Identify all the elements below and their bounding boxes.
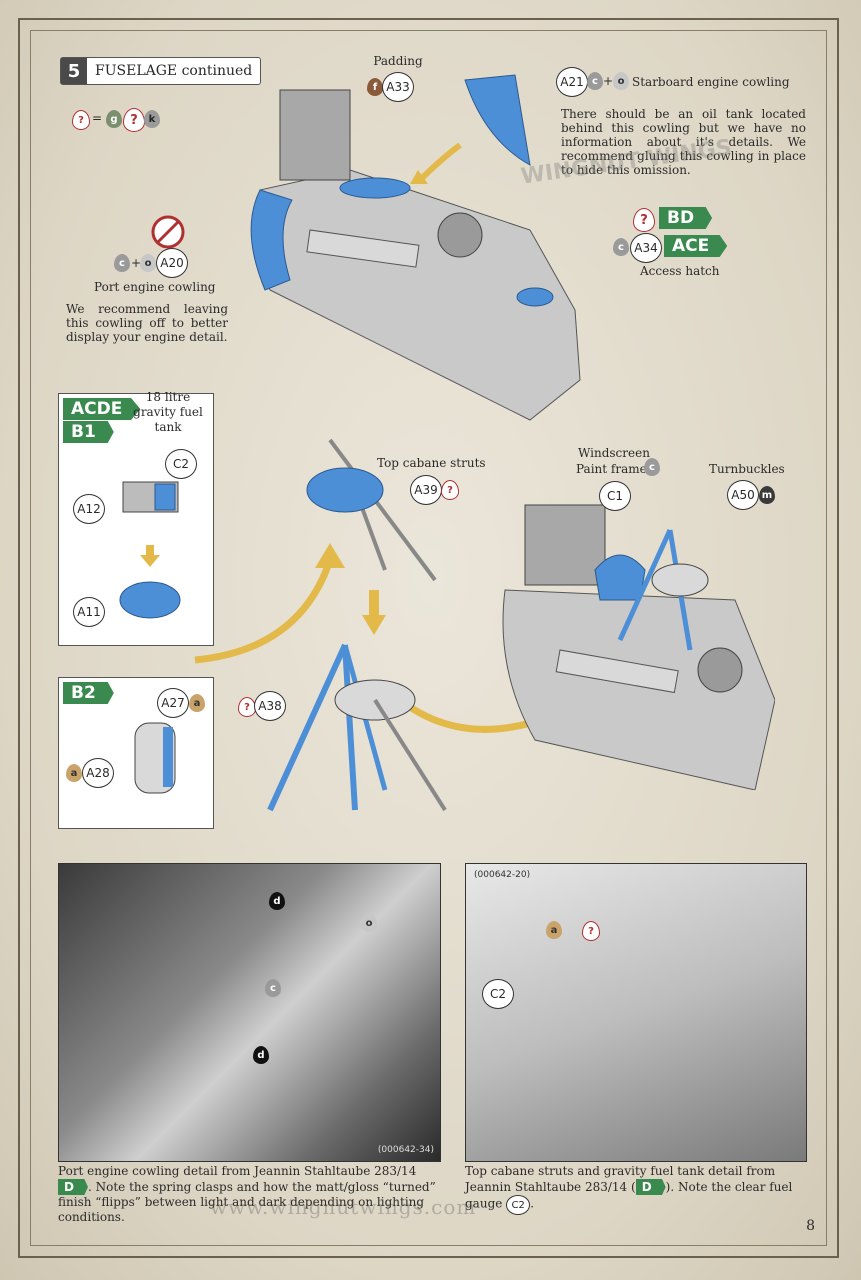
starboard-cowling-label: Starboard engine cowling xyxy=(632,75,790,89)
photo-c2-callout: C2 xyxy=(482,979,514,1009)
starboard-cowling-part xyxy=(464,74,531,166)
question-drop-a39: ? xyxy=(441,480,459,500)
c-drop-windscreen: c xyxy=(644,458,660,476)
c-drop-a34: c xyxy=(613,238,629,256)
c2-callout: C2 xyxy=(165,449,197,479)
question-drop-bd: ? xyxy=(633,208,655,232)
caption-left-2: Note the spring clasps and how the matt/… xyxy=(58,1180,436,1224)
arrow-curve-up xyxy=(194,543,345,664)
a28-callout: A28 xyxy=(82,758,114,788)
photo-left-ref: (000642-34) xyxy=(377,1145,434,1155)
tank-struts-assembly xyxy=(306,438,437,582)
assembled-fuselage xyxy=(502,504,775,790)
section-header: 5 FUSELAGE continued xyxy=(60,57,262,85)
g-drop: g xyxy=(106,110,122,128)
tag-d-left: D xyxy=(58,1179,88,1195)
legend-equals: = xyxy=(92,111,103,125)
turnbuckles-label: Turnbuckles xyxy=(709,462,785,476)
starboard-note: There should be an oil tank located behi… xyxy=(561,107,806,177)
a21-callout: A21 xyxy=(556,67,588,97)
a50-callout: A50 xyxy=(727,480,759,510)
o-drop-a20: o xyxy=(140,254,156,272)
tank-part-b2 xyxy=(134,722,176,794)
photo-right-ref: (000642-20) xyxy=(474,870,531,880)
website-watermark: www.wingnutwings.com xyxy=(210,1195,477,1219)
question-drop-large: ? xyxy=(123,108,145,132)
m-drop: m xyxy=(759,486,775,504)
padding-label: Padding xyxy=(373,54,423,68)
section-number: 5 xyxy=(61,58,87,84)
plus-sign-a20: + xyxy=(131,256,142,270)
f-drop: f xyxy=(367,78,383,96)
tag-ace: ACE xyxy=(664,235,728,257)
arrow-cowling xyxy=(410,142,462,184)
outer-frame xyxy=(18,18,839,1258)
a38-callout: A38 xyxy=(254,691,286,721)
a-drop-a27: a xyxy=(189,694,205,712)
tag-b1-top: B1 xyxy=(63,421,114,443)
tag-acde-top: ACDE xyxy=(63,398,141,420)
section-title: FUSELAGE continued xyxy=(95,63,253,79)
caption-left-1: Port engine cowling detail from Jeannin … xyxy=(58,1164,417,1178)
caption-right-2: ). Note the clear fuel gauge xyxy=(465,1180,793,1211)
d-drop-bottom: d xyxy=(253,1046,269,1064)
a12-callout: A12 xyxy=(73,494,105,524)
arrow-down-center xyxy=(362,590,386,635)
a33-callout: A33 xyxy=(382,72,414,102)
caption-left: Port engine cowling detail from Jeannin … xyxy=(58,1164,436,1224)
tank-frame-part xyxy=(122,481,179,513)
photo-port-cowling: d o c d (000642-34) xyxy=(58,863,441,1162)
question-drop-photo: ? xyxy=(582,921,600,941)
o-drop-photo: o xyxy=(361,914,377,932)
fuselage-illustration xyxy=(250,89,581,421)
inner-frame xyxy=(30,30,827,1246)
c-drop: c xyxy=(587,72,603,90)
caption-right: Top cabane struts and gravity fuel tank … xyxy=(465,1164,810,1215)
a-drop-photo: a xyxy=(546,921,562,939)
prohibited-icon xyxy=(151,215,185,249)
c-drop-photo: c xyxy=(265,979,281,997)
tag-bd: BD xyxy=(659,207,713,229)
c1-callout: C1 xyxy=(599,481,631,511)
k-drop: k xyxy=(144,110,160,128)
tag-d-right: D xyxy=(635,1179,666,1195)
access-hatch-label: Access hatch xyxy=(640,264,720,278)
tank-label-top: 18 litre gravity fuel tank xyxy=(133,390,203,434)
c-drop-a20: c xyxy=(114,254,130,272)
d-drop-top: d xyxy=(269,892,285,910)
photo-cabane-struts: (000642-20) a ? C2 xyxy=(465,863,807,1162)
tank-part-a11 xyxy=(119,581,181,619)
cabane-struts-part xyxy=(267,643,447,812)
plus-sign: + xyxy=(603,74,614,88)
a20-callout: A20 xyxy=(156,248,188,278)
a27-callout: A27 xyxy=(157,688,189,718)
a34-callout: A34 xyxy=(630,233,662,263)
o-drop: o xyxy=(613,72,629,90)
question-drop-a38: ? xyxy=(238,697,256,717)
a39-callout: A39 xyxy=(410,475,442,505)
caption-c2-callout: C2 xyxy=(506,1195,531,1215)
tag-b2: B2 xyxy=(63,682,114,704)
question-drop: ? xyxy=(72,110,90,130)
page-number: 8 xyxy=(806,1218,815,1234)
arrow-down-small xyxy=(140,545,160,567)
paint-frame-label: Paint frame xyxy=(576,462,647,476)
port-note: We recommend leaving this cowling off to… xyxy=(66,302,228,344)
a-drop-a28: a xyxy=(66,764,82,782)
windscreen-label: Windscreen xyxy=(578,446,650,460)
top-cabane-label: Top cabane struts xyxy=(377,456,486,470)
a11-callout: A11 xyxy=(73,597,105,627)
caption-right-1: Top cabane struts and gravity fuel tank … xyxy=(465,1164,776,1194)
port-cowling-label: Port engine cowling xyxy=(94,280,216,294)
